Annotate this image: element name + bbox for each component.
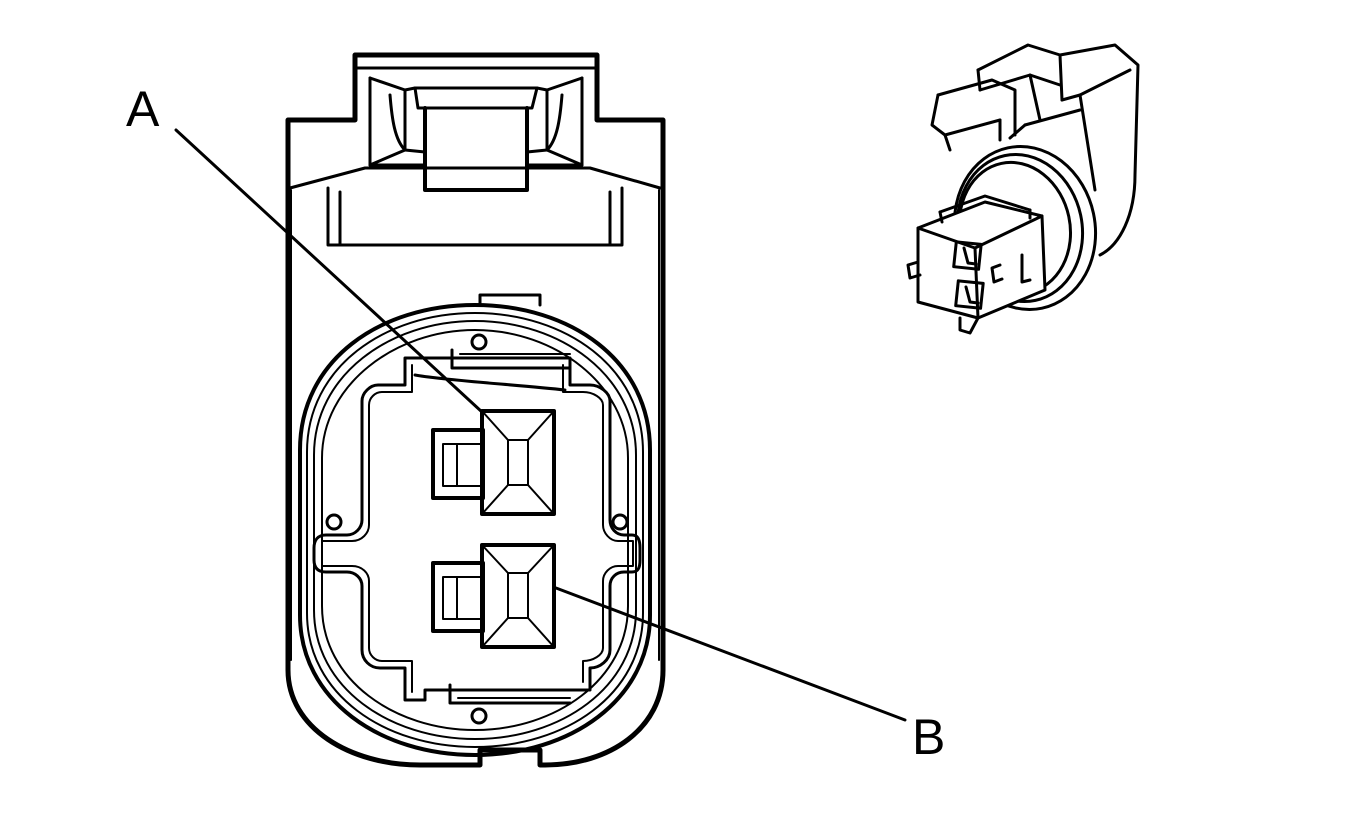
connector-face-view <box>285 52 666 768</box>
housing-outline <box>285 52 666 768</box>
callout-label-a: A <box>126 81 160 137</box>
connector-isometric-view <box>906 43 1140 335</box>
terminal-a <box>431 409 556 516</box>
terminal-b <box>431 543 556 649</box>
locator-dot-right <box>611 513 629 531</box>
locator-dot-left <box>325 513 343 531</box>
leader-line-a <box>174 128 484 414</box>
callout-label-b: B <box>912 709 946 765</box>
inner-cavity <box>312 356 642 702</box>
seal-rings <box>298 293 652 757</box>
top-latch <box>288 66 662 247</box>
locator-dot-bottom <box>470 707 488 725</box>
locator-dot-top <box>470 333 488 351</box>
leader-line-b <box>554 586 907 722</box>
